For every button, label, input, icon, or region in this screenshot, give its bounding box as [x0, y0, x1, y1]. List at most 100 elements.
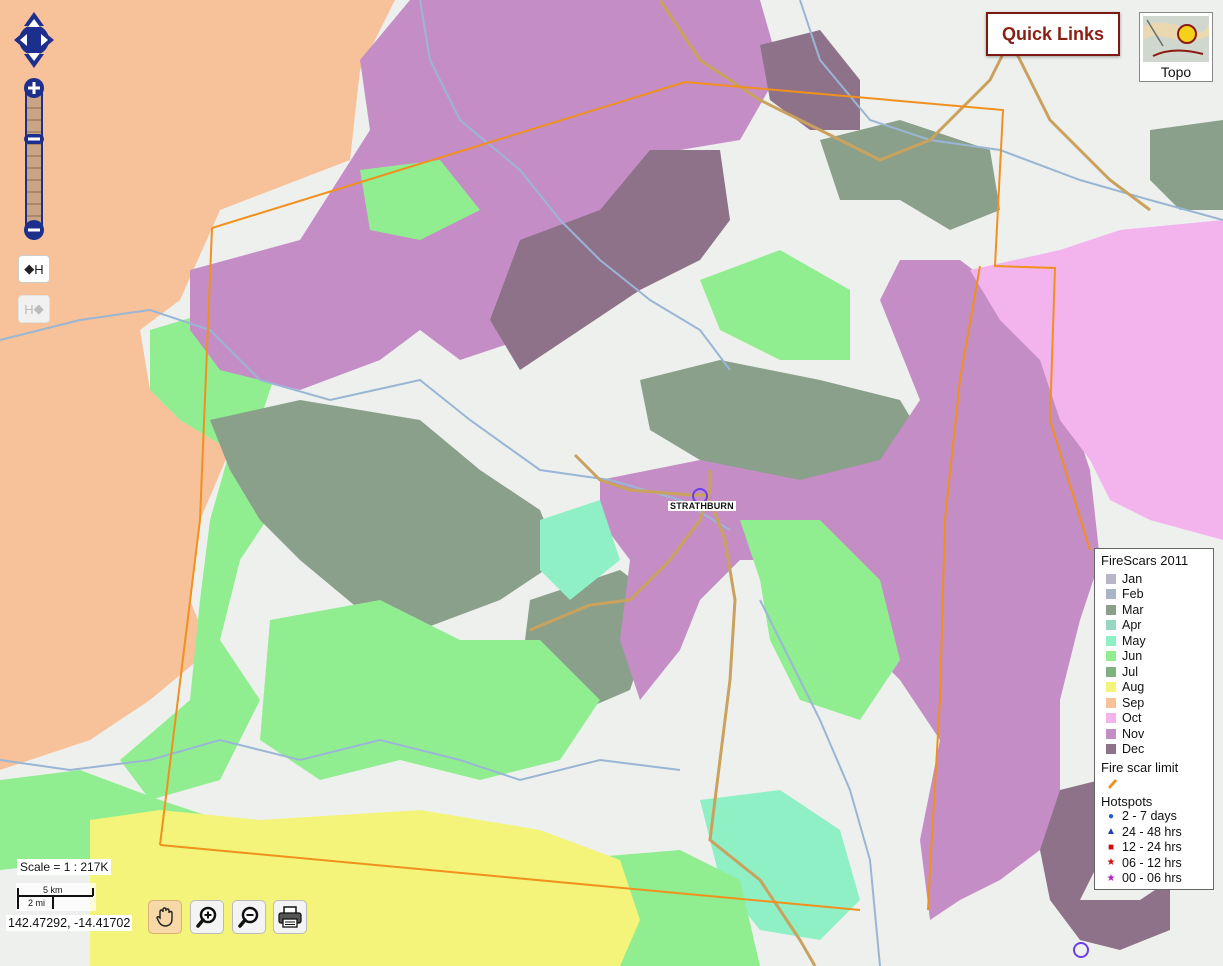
- printer-icon: [278, 906, 302, 928]
- fire-scar-limit-boundary: [159, 80, 1091, 911]
- basemap-topo-button[interactable]: Topo: [1139, 12, 1213, 82]
- legend-item-label: May: [1122, 633, 1146, 648]
- firescar-jun-band: [260, 600, 600, 780]
- history-back-label: H: [34, 261, 44, 277]
- legend-item-nov: Nov: [1101, 726, 1207, 742]
- town-label-strathburn: STRATHBURN: [668, 501, 736, 511]
- firescar-may-south: [540, 500, 620, 600]
- legend-swatch: [1106, 589, 1116, 600]
- legend-hotspot-label: 12 - 24 hrs: [1122, 840, 1182, 855]
- legend-item-aug: Aug: [1101, 680, 1207, 696]
- arrow-right-icon: ◆: [33, 301, 44, 316]
- firescar-jun-mid: [700, 250, 850, 360]
- legend-item-label: Aug: [1122, 680, 1145, 695]
- hotspot-circle-se: [1073, 942, 1089, 958]
- legend-swatch: [1106, 713, 1116, 724]
- legend-item-may: May: [1101, 633, 1207, 649]
- firescar-dec-ne: [760, 30, 860, 130]
- hotspot-symbol-icon: ★: [1106, 857, 1116, 869]
- arrow-left-icon: ◆: [24, 261, 35, 276]
- legend-item-jan: Jan: [1101, 571, 1207, 587]
- hand-icon: [156, 907, 173, 927]
- legend-item-feb: Feb: [1101, 587, 1207, 603]
- scale-km-label: 5 km: [43, 885, 63, 895]
- legend-item-label: Oct: [1122, 711, 1142, 726]
- legend-swatch: [1106, 666, 1116, 677]
- legend-limit-row: [1101, 775, 1207, 791]
- zoom-out-tool-button[interactable]: [232, 900, 266, 934]
- legend-item-jul: Jul: [1101, 664, 1207, 680]
- firescar-jul-east: [640, 360, 930, 480]
- firescar-oct-east: [970, 220, 1223, 540]
- history-forward-button[interactable]: H◆: [18, 295, 50, 323]
- legend-item-label: Jul: [1122, 664, 1138, 679]
- legend-item-oct: Oct: [1101, 711, 1207, 727]
- scale-text: Scale = 1 : 217K: [17, 859, 112, 875]
- legend-item-label: Jun: [1122, 649, 1143, 664]
- legend-hotspot-item: ● 2 - 7 days: [1101, 809, 1207, 825]
- legend-swatch: [1106, 573, 1116, 584]
- legend-limit-label: Fire scar limit: [1101, 760, 1179, 775]
- hotspot-symbol-icon: ▲: [1106, 826, 1116, 838]
- history-back-button[interactable]: ◆H: [18, 255, 50, 283]
- firescar-aug-south: [90, 810, 640, 966]
- legend-item-mar: Mar: [1101, 602, 1207, 618]
- legend-hotspot-item: ▲ 24 - 48 hrs: [1101, 824, 1207, 840]
- history-forward-label: H: [24, 301, 34, 317]
- legend-swatch: [1106, 604, 1116, 615]
- scale-mi-label: 2 mi: [28, 898, 45, 908]
- firescar-jun-north: [360, 160, 480, 240]
- legend-item-label: Apr: [1122, 618, 1142, 633]
- legend-item-apr: Apr: [1101, 618, 1207, 634]
- minus-icon[interactable]: [24, 220, 44, 240]
- topo-thumbnail-icon: [1143, 16, 1209, 62]
- cursor-coordinates: 142.47292, -14.41702: [6, 915, 133, 931]
- legend-hotspot-item: ★00 - 06 hrs: [1101, 871, 1207, 887]
- zoom-out-icon: [238, 906, 259, 928]
- firescar-jun-ne2: [1150, 120, 1223, 210]
- fire-scar-limit-icon: [1108, 778, 1117, 789]
- firescar-sep: [0, 0, 395, 770]
- basemap-label: Topo: [1160, 64, 1192, 80]
- legend-item-label: Nov: [1122, 726, 1145, 741]
- legend-hotspot-label: 2 - 7 days: [1122, 809, 1177, 824]
- legend-title: FireScars 2011: [1101, 553, 1189, 568]
- legend-item-label: Dec: [1122, 742, 1145, 757]
- legend-item-jun: Jun: [1101, 649, 1207, 665]
- firescar-dec-se: [1040, 780, 1170, 950]
- legend-swatch: [1106, 635, 1116, 646]
- hotspot-symbol-icon: ●: [1107, 810, 1115, 822]
- legend-item-label: Feb: [1122, 587, 1144, 602]
- legend-swatch: [1106, 651, 1116, 662]
- legend-hotspot-item: ★ 06 - 12 hrs: [1101, 855, 1207, 871]
- legend-swatch: [1106, 728, 1116, 739]
- pan-arrows-icon[interactable]: [12, 10, 56, 70]
- zoom-in-tool-button[interactable]: [190, 900, 224, 934]
- legend-hotspot-label: 06 - 12 hrs: [1122, 855, 1182, 870]
- legend-hotspot-label: 24 - 48 hrs: [1122, 824, 1182, 839]
- pan-tool-button[interactable]: [148, 900, 182, 934]
- legend-item-sep: Sep: [1101, 695, 1207, 711]
- legend-swatch: [1106, 744, 1116, 755]
- legend-hotspot-item: ■ 12 - 24 hrs: [1101, 840, 1207, 856]
- firescar-dec-north: [490, 150, 730, 370]
- legend-hotspots: ● 2 - 7 days ▲ 24 - 48 hrs ■ 12 - 24 hrs ★ 06 -…: [1101, 809, 1207, 887]
- firescar-jul-central: [210, 400, 560, 630]
- scale-bar: 5 km 2 mi: [16, 883, 96, 911]
- legend-item-label: Mar: [1122, 602, 1144, 617]
- legend-item-label: Sep: [1122, 695, 1145, 710]
- legend-hotspot-label: 00 - 06 hrs: [1122, 871, 1182, 886]
- plus-icon[interactable]: [24, 78, 44, 98]
- legend-item-dec: Dec: [1101, 742, 1207, 758]
- hotspot-symbol-icon: ■: [1107, 841, 1115, 853]
- legend-item-label: Jan: [1122, 571, 1143, 586]
- print-button[interactable]: [273, 900, 307, 934]
- quick-links-button[interactable]: Quick Links: [986, 12, 1120, 56]
- firescar-jun-se: [740, 520, 900, 720]
- zoom-slider[interactable]: [22, 78, 46, 240]
- legend-swatch: [1106, 682, 1116, 693]
